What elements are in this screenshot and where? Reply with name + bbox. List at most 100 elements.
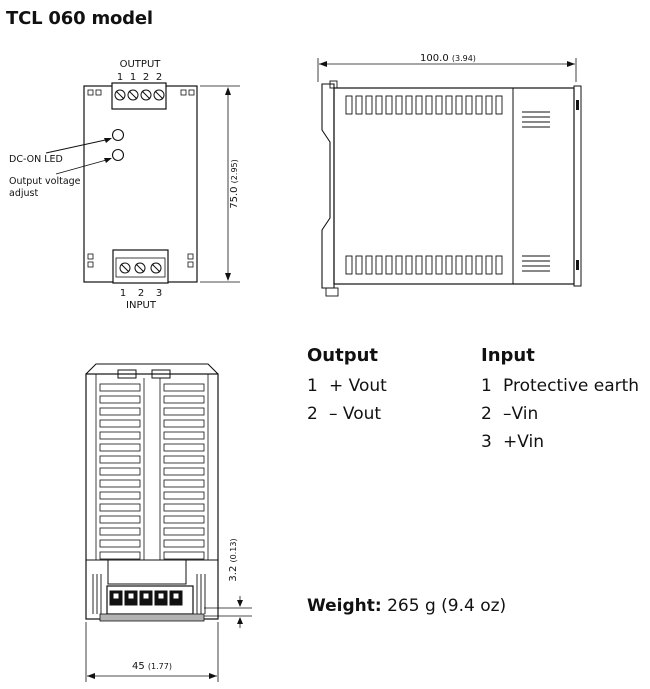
- width-dimension: 45 (1.77): [132, 661, 172, 672]
- output-pin-label: 2: [156, 72, 162, 83]
- vent-slot: [475, 255, 483, 275]
- offset-dimension-in: (0.13): [229, 538, 238, 562]
- pin-label: +Vin: [503, 432, 544, 452]
- list-item: 2 –Vin: [481, 400, 639, 428]
- vent-slot: [163, 491, 205, 500]
- vent-slot: [495, 255, 503, 275]
- input-label: INPUT: [126, 300, 157, 311]
- vent-slot: [365, 255, 373, 275]
- vent-slot: [455, 95, 463, 115]
- input-heading: Input: [481, 345, 535, 366]
- vent-slot: [445, 255, 453, 275]
- pin-number: 1: [307, 376, 318, 396]
- vent-slot: [465, 95, 473, 115]
- vent-slot: [99, 527, 141, 536]
- vent-slot: [99, 491, 141, 500]
- width-dimension-mm: 45: [132, 661, 145, 672]
- page-title: TCL 060 model: [6, 8, 153, 29]
- vent-slot: [99, 455, 141, 464]
- vent-slot: [163, 419, 205, 428]
- vent-slot: [465, 255, 473, 275]
- output-pin-label: 1: [130, 72, 136, 83]
- vent-slot: [99, 479, 141, 488]
- list-item: 3+Vin: [481, 428, 639, 456]
- vent-slot: [385, 255, 393, 275]
- vent-slot: [435, 95, 443, 115]
- depth-dimension-in: (3.94): [452, 54, 476, 63]
- vent-slot: [415, 95, 423, 115]
- vent-slot: [99, 443, 141, 452]
- vent-slot: [99, 419, 141, 428]
- side-vents: [345, 95, 550, 275]
- vent-slot: [163, 467, 205, 476]
- vent-slot: [405, 95, 413, 115]
- vent-slot: [163, 455, 205, 464]
- vent-slot: [495, 95, 503, 115]
- bottom-body: [85, 373, 219, 620]
- dc-on-led-icon: [111, 128, 125, 142]
- pin-number: 1: [481, 376, 492, 396]
- vent-slot: [163, 515, 205, 524]
- weight-label: Weight:: [307, 596, 382, 616]
- input-pin-table: Input 1 Protective earth 2 –Vin 3+Vin: [481, 345, 639, 456]
- vent-slot: [395, 95, 403, 115]
- list-item: 2– Vout: [307, 400, 387, 428]
- screw-terminal-icon: [119, 262, 162, 274]
- vent-slot: [475, 95, 483, 115]
- pin-label: – Vout: [329, 404, 382, 424]
- output-pin-label: 1: [117, 72, 123, 83]
- vent-slot: [99, 431, 141, 440]
- vent-slot: [99, 551, 141, 560]
- vent-slot: [163, 539, 205, 548]
- vent-slot: [163, 383, 205, 392]
- weight-value: 265 g (9.4 oz): [387, 596, 507, 616]
- vent-slot: [425, 255, 433, 275]
- dc-on-led-label: DC-ON LED: [9, 154, 63, 165]
- output-terminal-block: [111, 82, 167, 110]
- vent-slot: [163, 503, 205, 512]
- vent-slot: [163, 551, 205, 560]
- list-item: 1 Protective earth: [481, 372, 639, 400]
- din-rail-clip: [321, 83, 335, 289]
- front-view-drawing: OUTPUT 1 1 2 2 DC-ON LED Output voltage …: [9, 59, 240, 311]
- input-pin-label: 3: [156, 288, 162, 299]
- vent-slot: [375, 95, 383, 115]
- vent-slot: [405, 255, 413, 275]
- vent-slot: [163, 431, 205, 440]
- vent-slot: [99, 539, 141, 548]
- side-view-drawing: 100.0 (3.94): [317, 53, 582, 297]
- vent-slot: [385, 95, 393, 115]
- vent-slot: [375, 255, 383, 275]
- voltage-adjust-icon: [111, 148, 125, 162]
- height-dimension: 75.0 (2.95): [229, 159, 240, 209]
- vent-slot: [99, 407, 141, 416]
- pin-label: Protective earth: [503, 376, 640, 396]
- pin-label: –Vin: [503, 404, 539, 424]
- vent-slot: [455, 255, 463, 275]
- vent-slot: [345, 255, 353, 275]
- vent-slot: [99, 515, 141, 524]
- list-item: 1+ Vout: [307, 372, 387, 400]
- terminal-slots-icon: [109, 590, 183, 606]
- depth-dimension-mm: 100.0: [420, 53, 449, 64]
- vent-slot: [355, 255, 363, 275]
- output-heading: Output: [307, 345, 379, 366]
- vent-slot: [445, 95, 453, 115]
- vent-slot: [99, 467, 141, 476]
- vent-slot: [163, 443, 205, 452]
- offset-dimension: 3.2 (0.13): [228, 538, 239, 581]
- vent-slot: [99, 383, 141, 392]
- vent-slot: [163, 395, 205, 404]
- output-pin-table: Output 1+ Vout 2– Vout: [307, 345, 387, 428]
- height-dimension-mm: 75.0: [229, 186, 240, 208]
- output-pin-label: 2: [143, 72, 149, 83]
- bottom-vents: [99, 383, 205, 560]
- vent-slot: [163, 479, 205, 488]
- input-pin-label: 1: [120, 288, 126, 299]
- voltage-adjust-label-line1: Output voltage: [9, 176, 81, 187]
- bottom-view-drawing: 3.2 (0.13) 45 (1.77): [85, 363, 252, 682]
- vent-slot: [415, 255, 423, 275]
- pin-number: 2: [481, 404, 492, 424]
- vent-slot: [99, 395, 141, 404]
- vent-slot: [345, 95, 353, 115]
